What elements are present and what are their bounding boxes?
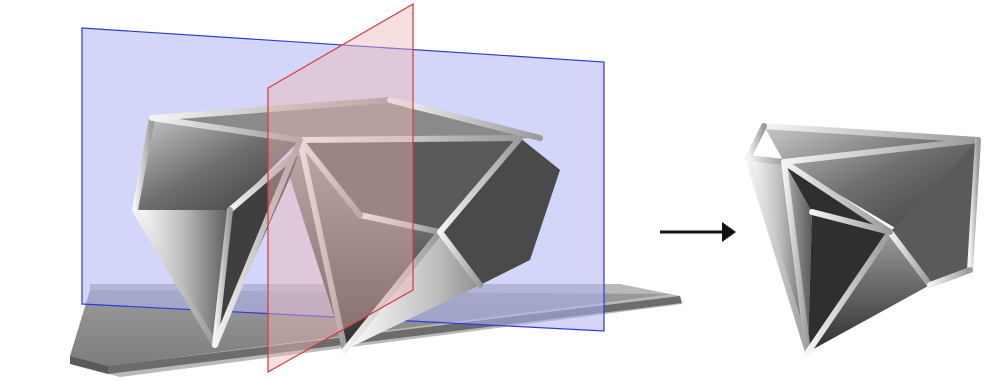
red-plane: [267, 2, 414, 374]
left-structure: [132, 97, 560, 353]
right-structure: [745, 123, 981, 355]
left-panel: [70, 2, 682, 377]
right-arrow-icon: [660, 222, 736, 242]
right-panel: [745, 123, 981, 355]
